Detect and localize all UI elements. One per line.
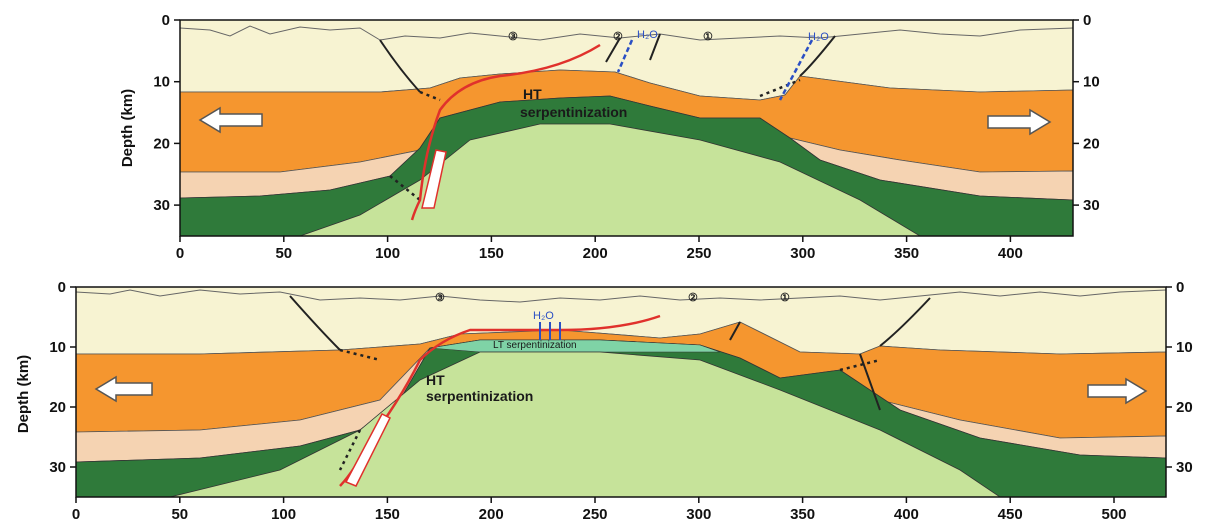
- annotation-serpentinization: serpentinization: [520, 104, 627, 120]
- x-tick-label: 400: [998, 245, 1023, 262]
- detachment-arrow: [421, 149, 447, 209]
- fault-dashed: [338, 348, 881, 471]
- circled-marker-3: ③: [435, 292, 445, 304]
- x-tick-label: 100: [375, 245, 400, 262]
- left-arrow-icon: [94, 375, 153, 403]
- x-tick-label: 0: [176, 245, 184, 262]
- panel-top: 0 10 20 30 0 10 20 30 0 50 100 150 200 250 300 350 400…: [119, 12, 1100, 262]
- h2o-label: H₂O: [533, 310, 554, 322]
- x-tick-label: 50: [171, 506, 188, 523]
- y-tick-label: 30: [1176, 459, 1193, 476]
- y-tick-label: 10: [49, 339, 66, 356]
- x-tick-label: 300: [686, 506, 711, 523]
- exhumed-mantle: [169, 351, 1001, 497]
- annotation-ht: HT: [523, 86, 542, 102]
- y-tick-label: 10: [153, 74, 170, 91]
- left-arrow-icon: [198, 106, 263, 134]
- circled-marker-2: ②: [613, 31, 623, 43]
- x-tick-label: 450: [998, 506, 1023, 523]
- fault-lines: [379, 33, 836, 93]
- y-axis-label-top: Depth (km): [119, 89, 136, 167]
- right-arrow-icon: [1087, 377, 1148, 405]
- y-axis-label-bottom: Depth (km): [15, 355, 32, 433]
- x-tick-label: 50: [275, 245, 292, 262]
- y-tick-label: 30: [1083, 197, 1100, 214]
- x-tick-label: 0: [72, 506, 80, 523]
- x-tick-label: 350: [790, 506, 815, 523]
- exhumed-mantle: [299, 123, 921, 236]
- x-tick-label: 400: [894, 506, 919, 523]
- circled-marker-2: ②: [688, 292, 698, 304]
- h2o-label: H₂O: [637, 29, 658, 41]
- surface-profile: [76, 289, 1166, 303]
- y-tick-label: 20: [1176, 399, 1193, 416]
- detachment-arrow: [344, 413, 392, 487]
- x-tick-label: 150: [375, 506, 400, 523]
- x-tick-label: 100: [271, 506, 296, 523]
- y-tick-label: 20: [49, 399, 66, 416]
- y-tick-label: 10: [1083, 74, 1100, 91]
- y-tick-label: 0: [1083, 12, 1091, 29]
- fault-dashed: [389, 78, 801, 201]
- annotation-ht: HT: [426, 372, 445, 388]
- x-tick-label: 150: [479, 245, 504, 262]
- circled-marker-1: ①: [780, 292, 790, 304]
- x-tick-label: 500: [1101, 506, 1126, 523]
- fault-lines: [289, 295, 931, 411]
- annotation-lt-serpentinization: LT serpentinization: [493, 340, 577, 351]
- plot-frame-top: [179, 19, 1074, 237]
- y-tick-label: 0: [162, 12, 170, 29]
- y-tick-label: 0: [1176, 279, 1184, 296]
- circled-marker-1: ①: [703, 31, 713, 43]
- y-tick-label: 20: [1083, 135, 1100, 152]
- right-arrow-icon: [987, 108, 1052, 136]
- y-tick-label: 30: [49, 459, 66, 476]
- h2o-label: H₂O: [808, 31, 829, 43]
- plot-frame-bottom: [75, 286, 1167, 498]
- annotation-serpentinization: serpentinization: [426, 388, 533, 404]
- x-tick-label: 200: [583, 245, 608, 262]
- circled-marker-3: ③: [508, 31, 518, 43]
- x-tick-label: 350: [894, 245, 919, 262]
- y-tick-label: 0: [58, 279, 66, 296]
- x-tick-label: 300: [790, 245, 815, 262]
- y-tick-label: 30: [153, 197, 170, 214]
- water-fault-lines: [539, 322, 561, 340]
- x-tick-label: 250: [582, 506, 607, 523]
- y-tick-label: 20: [153, 135, 170, 152]
- surface-profile: [180, 25, 1073, 41]
- panel-bottom: 0 10 20 30 0 10 20 30 0 50 100 150 200 250 300 350 400…: [15, 279, 1193, 523]
- water-fault-lines: [616, 39, 814, 101]
- detachment-fault: [410, 43, 601, 221]
- x-tick-label: 200: [479, 506, 504, 523]
- x-tick-label: 250: [686, 245, 711, 262]
- y-tick-label: 10: [1176, 339, 1193, 356]
